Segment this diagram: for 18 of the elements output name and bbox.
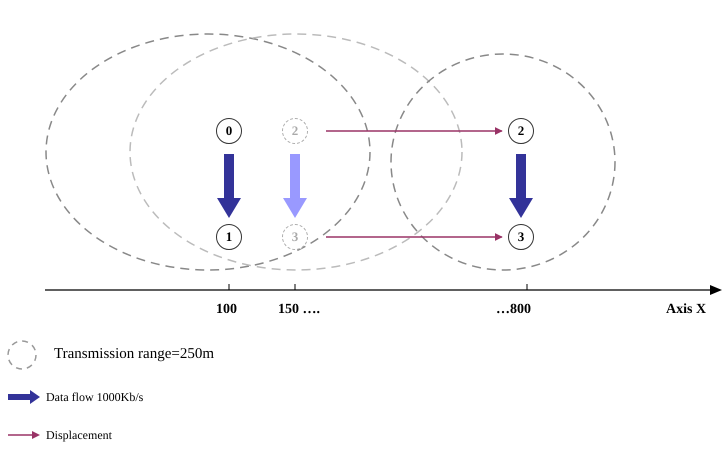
tick-label: 150 …. [278, 302, 320, 318]
displacement-arrow [326, 127, 503, 135]
node-circle: 0 [216, 118, 242, 144]
node-circle: 1 [216, 224, 242, 250]
data-flow-arrow [283, 154, 307, 218]
node-circle: 2 [508, 118, 534, 144]
node-circle: 3 [508, 224, 534, 250]
ghost-node-circle: 3 [282, 224, 308, 250]
legend-label: Displacement [46, 428, 112, 443]
legend-label: Data flow 1000Kb/s [46, 390, 144, 405]
legend-label: Transmission range=250m [54, 346, 214, 363]
data-flow-arrow [217, 154, 241, 218]
tick-label: …800 [496, 302, 531, 318]
data-flow-arrow [509, 154, 533, 218]
tick-label: 100 [216, 302, 237, 318]
axis-label: Axis X [666, 302, 706, 318]
ghost-node-circle: 2 [282, 118, 308, 144]
displacement-arrow [326, 233, 503, 241]
